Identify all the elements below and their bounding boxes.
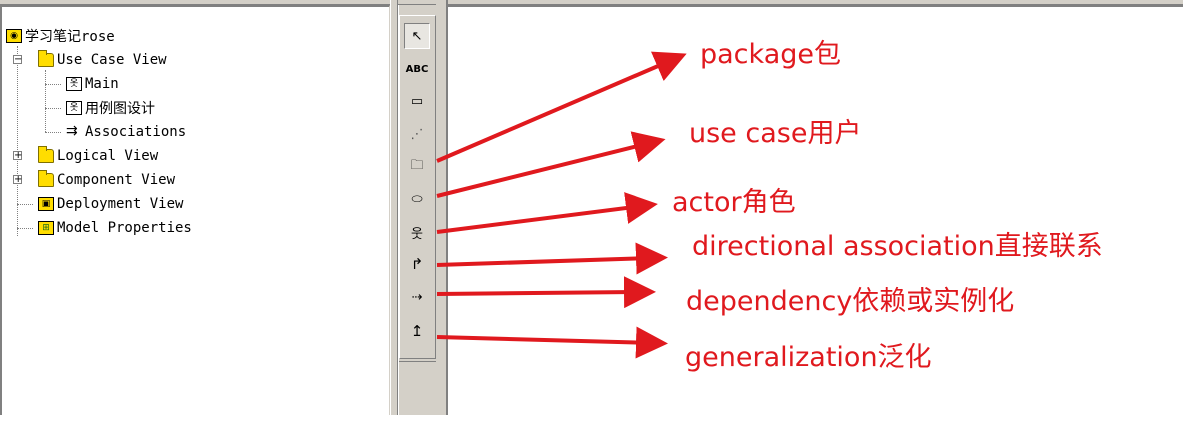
dependency-tool-button[interactable]: ⇢ [404, 284, 430, 310]
collapse-toggle[interactable]: − [13, 54, 23, 65]
folder-icon [38, 50, 54, 67]
tree-line [17, 46, 19, 236]
tree-item-model-properties[interactable]: ⊞ Model Properties [38, 218, 192, 238]
tree-item-component-view[interactable]: Component View [38, 170, 175, 190]
tree-item-label: Use Case View [57, 52, 167, 68]
tree-line [17, 228, 33, 230]
tree-item-label: Model Properties [57, 220, 192, 236]
text-icon: ABC [405, 63, 429, 75]
note-tool-button[interactable]: ▭ [404, 88, 430, 114]
actor-tool-button[interactable]: 웃 [404, 219, 430, 245]
pointer-icon: ↖ [411, 28, 423, 44]
actor-icon: 웃 [411, 226, 423, 242]
tree-line [17, 204, 33, 206]
tree-item-associations[interactable]: ⇉ Associations [66, 122, 186, 142]
tree-item-deployment-view[interactable]: ▣ Deployment View [38, 194, 183, 214]
directional-association-annotation: directional association直接联系 [692, 231, 1103, 262]
text-tool-button[interactable]: ABC [404, 56, 430, 82]
selection-tool-button[interactable]: ↖ [404, 23, 430, 49]
anchor-icon: ⋰ [410, 126, 424, 142]
generalization-annotation: generalization泛化 [685, 342, 932, 373]
package-icon: 🗀 [410, 158, 424, 173]
model-icon: ◉ [6, 29, 22, 43]
diagram-frame [436, 0, 448, 415]
window-top-border [0, 0, 1183, 5]
dependency-annotation: dependency依赖或实例化 [686, 286, 1015, 317]
properties-icon: ⊞ [38, 221, 54, 235]
tree-line [45, 70, 47, 132]
pane-splitter[interactable] [390, 0, 398, 415]
tree-root[interactable]: ◉ 学习笔记rose [6, 26, 115, 46]
tree-item-label: Deployment View [57, 196, 184, 212]
deployment-icon: ▣ [38, 197, 54, 211]
diagram-toolbox [398, 5, 436, 415]
tree-item-use-case-view[interactable]: Use Case View [38, 50, 167, 70]
tree-root-label: 学习笔记rose [25, 29, 115, 45]
directional-association-icon: ↱ [410, 255, 424, 273]
folder-icon [38, 170, 54, 187]
expand-toggle[interactable]: + [13, 150, 23, 161]
toolbox-bottom [399, 361, 436, 422]
browser-tree[interactable] [0, 5, 390, 415]
use-case-diagram-icon: 옷 [66, 101, 82, 115]
expand-toggle[interactable]: + [13, 174, 23, 185]
use-case-diagram-icon: 옷 [66, 77, 82, 91]
tree-line [45, 132, 61, 134]
generalization-tool-button[interactable]: ↥ [404, 318, 430, 344]
folder-icon [38, 146, 54, 163]
note-icon: ▭ [410, 93, 424, 109]
dependency-icon: ⇢ [411, 289, 423, 305]
use-case-tool-button[interactable]: ⬭ [404, 186, 430, 212]
tree-item-label: Main [85, 76, 119, 92]
package-tool-button[interactable]: 🗀 [404, 154, 430, 180]
tree-line [45, 108, 61, 110]
actor-annotation: actor角色 [672, 187, 796, 218]
associations-icon: ⇉ [66, 123, 78, 139]
toolbox-frame [399, 15, 436, 359]
use-case-annotation: use case用户 [689, 118, 862, 149]
tree-item-label: Component View [57, 172, 176, 188]
tree-item-logical-view[interactable]: Logical View [38, 146, 158, 166]
use-case-icon: ⬭ [411, 191, 423, 207]
tree-item-label: Associations [85, 124, 187, 140]
tree-item-label: 用例图设计 [85, 98, 155, 118]
tree-line [45, 84, 61, 86]
tree-item-main[interactable]: 옷 Main [66, 74, 119, 94]
directional-association-tool-button[interactable]: ↱ [404, 251, 430, 277]
package-annotation: package包 [700, 39, 841, 70]
tree-item-use-case-design[interactable]: 옷 用例图设计 [66, 98, 155, 118]
anchor-tool-button[interactable]: ⋰ [404, 121, 430, 147]
generalization-icon: ↥ [410, 322, 424, 340]
tree-item-label: Logical View [57, 148, 159, 164]
